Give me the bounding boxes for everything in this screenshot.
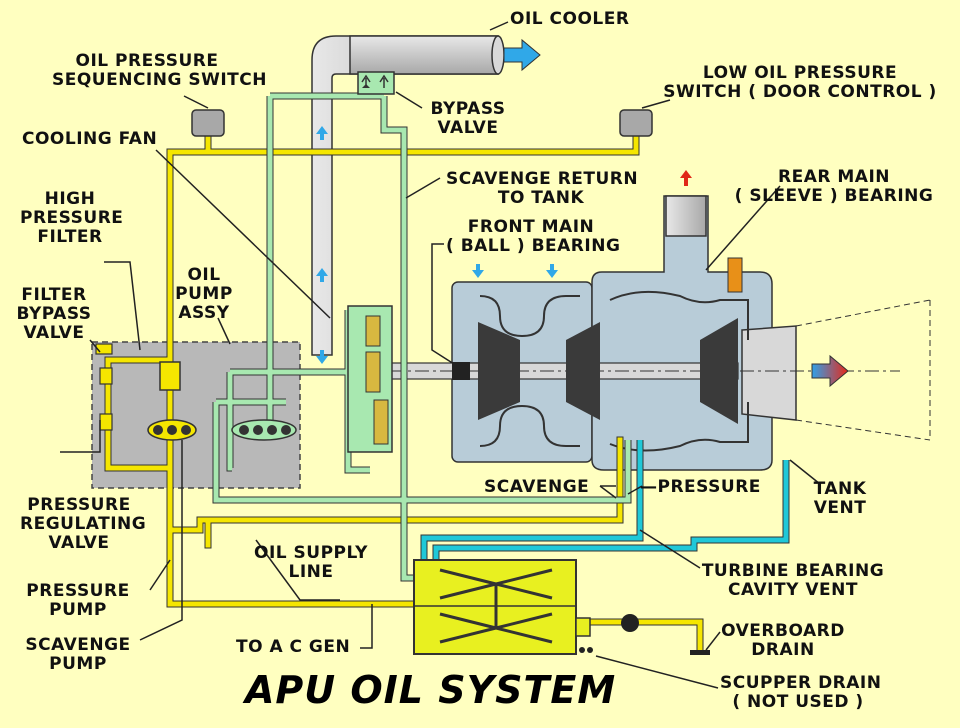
low-oil-pressure-switch	[619, 109, 653, 137]
label-oil-pump-assy: OIL PUMP ASSY	[175, 265, 233, 323]
pressure-pump	[147, 419, 197, 441]
vent-up-arrow	[680, 170, 692, 186]
diagram-title: APU OIL SYSTEM	[245, 668, 617, 712]
high-pressure-filter	[159, 361, 181, 391]
filter-bypass-valve	[99, 367, 113, 385]
oil-tank	[413, 559, 710, 655]
label-turbine-bearing-cavity-vent: TURBINE BEARING CAVITY VENT	[701, 561, 885, 600]
scavenge-pump	[231, 419, 297, 441]
label-cooling-fan: COOLING FAN	[22, 129, 158, 149]
oil-pressure-sequencing-switch	[191, 109, 225, 137]
label-front-main-bearing: FRONT MAIN ( BALL ) BEARING	[446, 217, 621, 256]
bypass-valve-block	[357, 71, 395, 95]
label-pressure-regulating-valve: PRESSURE REGULATING VALVE	[20, 495, 147, 553]
label-to-ac-gen: TO A C GEN	[236, 637, 351, 657]
pressure-regulating-valve	[99, 413, 113, 431]
oil-pump-assy-box	[91, 341, 301, 489]
label-high-pressure-filter: HIGH PRESSURE FILTER	[20, 189, 124, 247]
label-pressure-pump: PRESSURE PUMP	[26, 581, 130, 620]
label-overboard-drain: OVERBOARD DRAIN	[721, 621, 845, 660]
label-oil-supply-line: OIL SUPPLY LINE	[254, 543, 368, 582]
oil-cooler-outlet-arrow	[503, 38, 541, 72]
label-scavenge: SCAVENGE	[484, 477, 590, 497]
label-tank-vent: TANK VENT	[813, 479, 867, 518]
label-scavenge-pump: SCAVENGE PUMP	[25, 635, 131, 674]
label-oil-cooler: OIL COOLER	[510, 9, 630, 29]
label-scavenge-return: SCAVENGE RETURN TO TANK	[446, 169, 639, 208]
label-pressure: —PRESSURE	[640, 477, 761, 497]
leader-lines	[60, 21, 821, 689]
label-rear-main-bearing: REAR MAIN ( SLEEVE ) BEARING	[734, 167, 934, 206]
igniter	[727, 257, 743, 293]
gear-train	[365, 315, 389, 445]
label-scupper-drain: SCUPPER DRAIN ( NOT USED )	[720, 673, 882, 712]
exhaust-arrow	[811, 354, 849, 388]
label-bypass-valve: BYPASS VALVE	[430, 99, 506, 138]
label-low-oil-pressure-switch: LOW OIL PRESSURE SWITCH ( DOOR CONTROL )	[663, 63, 937, 102]
engine-housing	[340, 195, 931, 471]
duct-flow-arrows	[316, 126, 558, 364]
label-oil-pressure-sequencing-switch: OIL PRESSURE SEQUENCING SWITCH	[52, 51, 267, 90]
label-filter-bypass-valve: FILTER BYPASS VALVE	[16, 285, 92, 343]
